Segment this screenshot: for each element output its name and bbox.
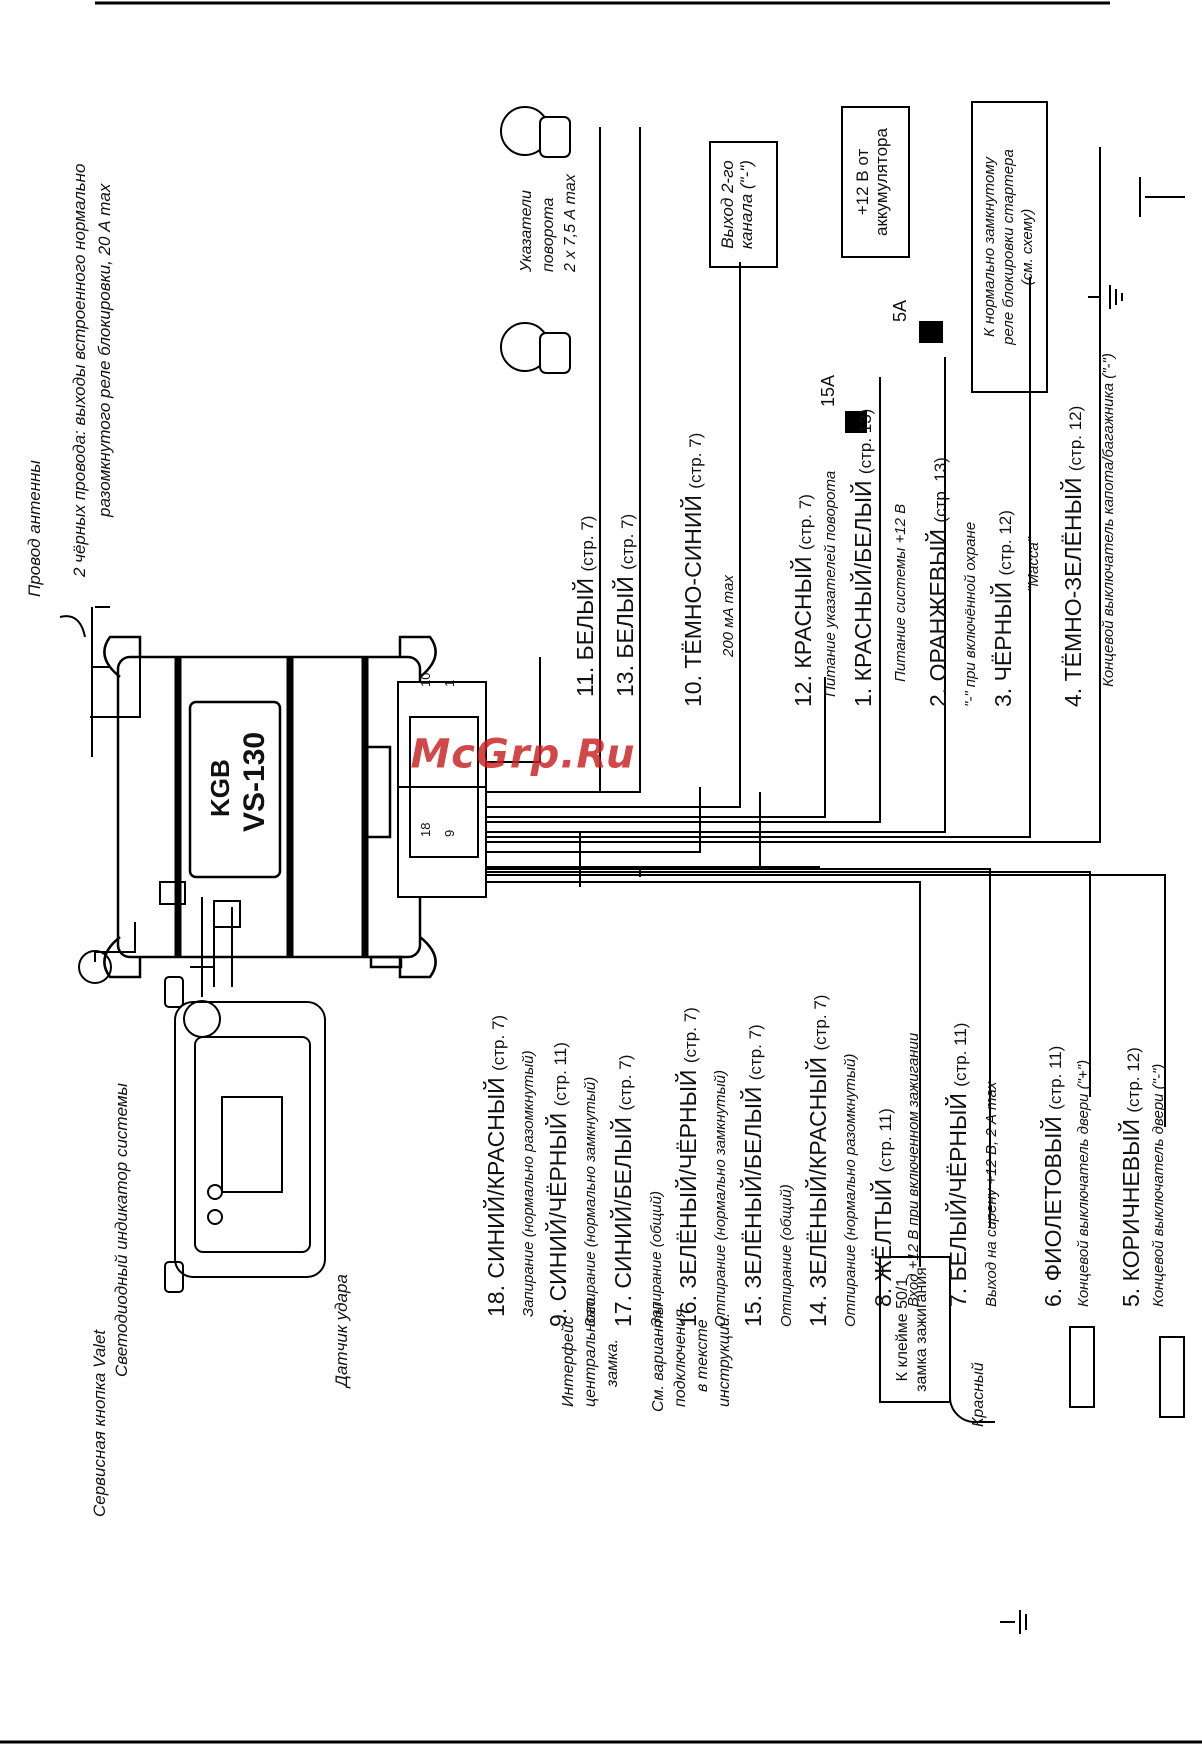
turn-label-2: поворота xyxy=(540,197,557,272)
wire-label-4: 4. ТЁМНО-ЗЕЛЁНЫЙ (стр. 12) xyxy=(1060,405,1086,707)
wire-note-10: 200 мА max xyxy=(720,575,737,657)
wire-note-6: Концевой выключатель двери ("+") xyxy=(1075,1059,1092,1307)
brand-logo: KGB xyxy=(205,759,235,817)
wire-label-1: 1. КРАСНЫЙ/БЕЛЫЙ (стр. 13) xyxy=(850,408,876,707)
pin-label-1: 1 xyxy=(442,679,457,687)
main-connector xyxy=(397,681,487,898)
watermark: McGrp.Ru xyxy=(410,731,636,778)
pin-label-18: 18 xyxy=(418,822,433,837)
wire-label-12: 12. КРАСНЫЙ (стр. 7) xyxy=(790,494,816,707)
valet-label: Сервисная кнопка Valet xyxy=(90,1329,109,1517)
siren-and-switches xyxy=(949,177,1185,1423)
wire-label-3: 3. ЧЁРНЫЙ (стр. 12) xyxy=(990,510,1016,707)
wire-note-2: "-" при включённой охране xyxy=(962,521,979,707)
wire-label-10: 10. ТЁМНО-СИНИЙ (стр. 7) xyxy=(680,432,706,707)
black-wires-note-2: разомкнутого реле блокировки, 20 А max xyxy=(95,183,114,517)
see-variants-4: инструкции. xyxy=(716,1312,733,1407)
wire-label-14: 14. ЗЕЛЁНЫЙ/КРАСНЫЙ (стр. 7) xyxy=(805,994,831,1327)
antenna-wires xyxy=(59,606,141,757)
wire-note-12: Питание указателей поворота xyxy=(822,470,839,697)
wire-note-14: Отпирание (нормально разомкнутый) xyxy=(842,1053,859,1327)
wire-label-2: 2. ОРАНЖЕВЫЙ (стр. 13) xyxy=(925,457,951,707)
siren-label: Красный xyxy=(970,1362,987,1427)
wire-note-4: Концевой выключатель капота/багажника ("… xyxy=(1100,353,1117,687)
turn-bulbs xyxy=(500,106,571,374)
wire-label-7: 7. БЕЛЫЙ/ЧЁРНЫЙ (стр. 11) xyxy=(945,1022,971,1307)
wire-label-16: 16. ЗЕЛЁНЫЙ/ЧЁРНЫЙ (стр. 7) xyxy=(675,1007,701,1327)
wire-note-7: Выход на сирену +12 В, 2 А max xyxy=(983,1081,1000,1307)
fuses xyxy=(845,321,943,433)
control-unit xyxy=(103,635,437,979)
see-variants-1: См. варианты xyxy=(650,1303,667,1412)
lock-interface-2: центрального xyxy=(582,1297,599,1407)
antenna-label: Провод антенны xyxy=(25,460,44,597)
wire-note-5: Концевой выключатель двери ("-") xyxy=(1150,1063,1167,1307)
wire-note-9: Запирание (нормально замкнутый) xyxy=(582,1076,599,1327)
fuse-5a-label: 5А xyxy=(890,299,910,322)
pin-label-10: 10 xyxy=(418,672,433,687)
turn-label-1: Указатели xyxy=(518,190,535,272)
turn-label-3: 2 х 7,5 А max xyxy=(562,174,579,272)
lock-interface-1: Интерфейс xyxy=(560,1316,577,1407)
accessories xyxy=(78,881,326,1293)
top-harness xyxy=(485,127,1101,843)
led-label: Светодиодный индикатор системы xyxy=(112,1083,131,1377)
wire-note-16: Отпирание (нормально замкнутый) xyxy=(712,1069,729,1327)
wire-note-1: Питание системы +12 В xyxy=(892,503,909,682)
wire-label-6: 6. ФИОЛЕТОВЫЙ (стр. 11) xyxy=(1040,1045,1066,1307)
info-boxes xyxy=(709,101,1048,1403)
pin-label-9: 9 xyxy=(442,829,457,837)
ground-symbols xyxy=(1000,285,1123,1634)
wire-label-11: 11. БЕЛЫЙ (стр. 7) xyxy=(572,515,598,697)
wire-label-5: 5. КОРИЧНЕВЫЙ (стр. 12) xyxy=(1118,1047,1144,1307)
wire-label-18: 18. СИНИЙ/КРАСНЫЙ (стр. 7) xyxy=(483,1014,509,1317)
wire-note-3: "Масса" xyxy=(1025,537,1042,592)
lock-interface-3: замка. xyxy=(604,1338,621,1387)
see-variants-3: в тексте xyxy=(694,1319,711,1392)
black-wires-note-1: 2 чёрных провода: выходы встроенного нор… xyxy=(70,163,89,577)
wire-label-9: 9. СИНИЙ/ЧЁРНЫЙ (стр. 11) xyxy=(545,1042,571,1327)
fuse-15a-label: 15А xyxy=(818,374,838,407)
see-variants-2: подключения xyxy=(672,1309,689,1407)
wire-note-18: Запирание (нормально разомкнутый) xyxy=(520,1050,537,1317)
wire-label-15: 15. ЗЕЛЁНЫЙ/БЕЛЫЙ (стр. 7) xyxy=(740,1024,766,1327)
bottom-harness xyxy=(485,657,1166,1267)
shock-label: Датчик удара xyxy=(332,1274,351,1387)
wire-label-13: 13. БЕЛЫЙ (стр. 7) xyxy=(612,513,638,697)
model-name: VS-130 xyxy=(238,731,271,832)
wire-label-17: 17. СИНИЙ/БЕЛЫЙ (стр. 7) xyxy=(610,1054,636,1327)
wire-note-15: Отпирание (общий) xyxy=(778,1184,795,1327)
